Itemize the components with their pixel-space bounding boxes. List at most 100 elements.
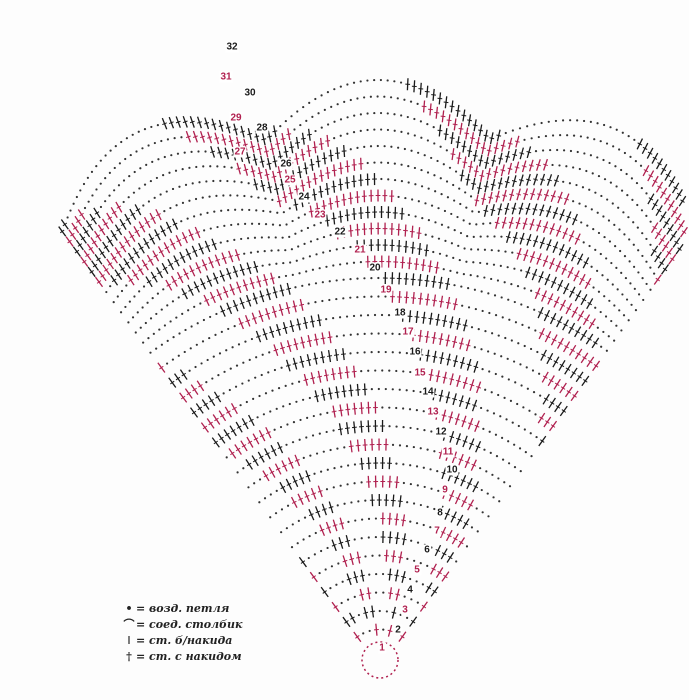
stitch-crossbar — [286, 344, 292, 348]
stitch-crossbar — [259, 160, 265, 163]
stitch-crossbar — [432, 299, 437, 302]
row-number: 13 — [426, 406, 440, 418]
chain-dot — [120, 140, 123, 144]
chain-dot — [594, 306, 597, 309]
stitch-crossbar — [344, 371, 350, 374]
stitch-crossbar — [308, 513, 314, 517]
chain-dot — [133, 295, 136, 298]
stitch-crossbar — [465, 402, 471, 405]
chain-dot — [377, 276, 380, 280]
chain-dot — [301, 284, 304, 287]
chain-dot — [241, 208, 244, 211]
stitch-crossbar — [166, 283, 172, 287]
chain-dot — [503, 281, 506, 284]
stitch-crossbar — [471, 182, 477, 185]
chain-dot — [239, 404, 242, 407]
chain-dot — [393, 129, 396, 132]
stitch-crossbar — [303, 167, 309, 170]
chain-dot — [326, 546, 329, 550]
chain-dot — [390, 145, 393, 148]
chain-dot — [255, 356, 258, 359]
chain-dot — [381, 369, 384, 372]
stitch-crossbar — [168, 121, 174, 125]
chain-dot — [618, 148, 621, 151]
stitch-crossbar — [438, 281, 444, 284]
stitch-crossbar — [265, 312, 271, 316]
chain-dot — [193, 215, 196, 218]
chain-dot — [309, 454, 312, 457]
stitch-crossbar — [331, 410, 337, 413]
stitch-crossbar — [210, 150, 216, 154]
chain-dot — [524, 451, 527, 454]
stitch-crossbar — [327, 355, 332, 357]
chain-dot — [635, 181, 639, 185]
chain-dot — [349, 352, 352, 355]
stitch-crossbar — [585, 281, 591, 286]
stitch-crossbar — [584, 318, 589, 322]
chain-dot — [409, 520, 412, 523]
stitch-crossbar — [495, 195, 501, 198]
stitch-crossbar — [162, 122, 167, 126]
chain-dot — [458, 258, 461, 262]
chain-dot — [234, 385, 238, 388]
chain-dot — [171, 187, 175, 191]
stitch-crossbar — [100, 274, 105, 278]
chain-dot — [147, 337, 150, 340]
chain-dot — [385, 610, 388, 613]
chain-dot — [491, 473, 494, 476]
chain-dot — [160, 308, 163, 311]
chain-dot — [233, 325, 236, 328]
chain-dot — [359, 261, 363, 264]
stitch-crossbar — [555, 264, 561, 268]
chain-dot — [575, 183, 578, 187]
chain-dot — [333, 88, 336, 91]
stitch-crossbar — [578, 314, 584, 318]
chain-dot — [366, 79, 369, 82]
chain-dot — [181, 312, 184, 315]
chain-dot — [431, 235, 434, 238]
chain-dot — [490, 391, 493, 394]
chain-dot — [342, 334, 345, 337]
chain-dot — [323, 108, 326, 111]
stitch-crossbar — [660, 215, 666, 219]
stitch-crossbar — [249, 282, 255, 285]
row-number: 29 — [229, 112, 243, 124]
chain-dot — [212, 355, 215, 358]
stitch-crossbar — [467, 482, 472, 486]
chain-dot — [72, 202, 75, 205]
stitch-crossbar — [120, 245, 125, 249]
chain-dot — [485, 262, 489, 265]
stitch-crossbar — [207, 136, 213, 139]
chain-dot — [302, 398, 305, 401]
chain-dot — [368, 629, 371, 633]
chain-dot — [294, 286, 297, 289]
stitch-crossbar — [252, 158, 258, 161]
stitch-crossbar — [511, 179, 517, 183]
chain-dot — [475, 223, 478, 226]
chain-dot — [500, 355, 503, 358]
stitch-crossbar — [309, 163, 315, 166]
chain-dot — [617, 206, 620, 209]
chain-dot — [494, 433, 498, 436]
stitch-crossbar — [289, 325, 295, 328]
stitch-crossbar — [424, 249, 429, 252]
chain-dot — [257, 222, 261, 225]
stitch-crossbar — [321, 205, 327, 207]
stitch-crossbar — [448, 555, 453, 560]
stitch-crossbar — [488, 196, 494, 199]
chain-dot — [366, 161, 369, 165]
stitch-crossbar — [484, 161, 490, 164]
stitch-crossbar — [461, 145, 467, 148]
stitch-crossbar — [294, 459, 300, 462]
chain-dot — [423, 429, 426, 432]
chain-dot — [352, 314, 356, 318]
chain-dot — [416, 541, 420, 544]
chain-dot — [434, 221, 437, 224]
stitch-crossbar — [129, 256, 134, 260]
stitch-crossbar — [230, 451, 235, 456]
chain-dot — [405, 352, 408, 355]
stitch-crossbar — [424, 336, 430, 338]
chain-dot — [590, 265, 593, 268]
chain-dot — [596, 326, 599, 329]
stitch-crossbar — [500, 169, 506, 172]
